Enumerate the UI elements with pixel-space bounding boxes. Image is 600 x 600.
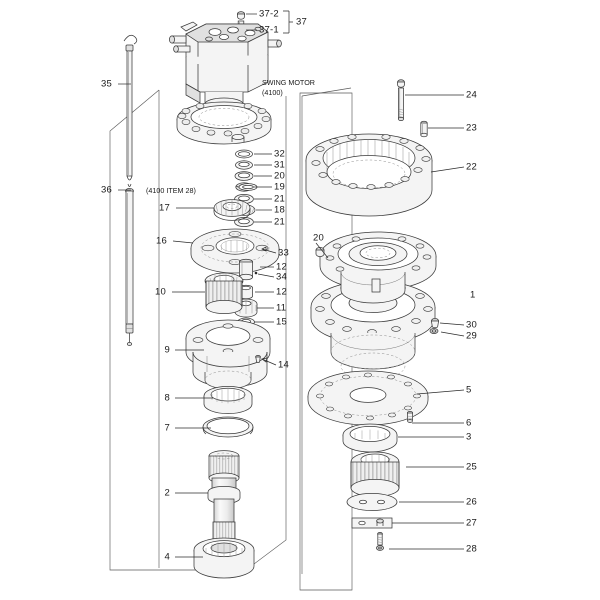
callout-label-19[interactable]: 19 (274, 181, 285, 193)
part-9-carrier-housing (185, 319, 271, 390)
part-20-seal (234, 171, 254, 181)
swing-motor-assembly (169, 21, 282, 145)
part-24-bolt (397, 79, 405, 121)
callout-label-20[interactable]: 20 (274, 170, 285, 182)
leader-line-5 (416, 389, 465, 395)
callout-label-30[interactable]: 30 (466, 319, 477, 331)
leader-line-34 (257, 273, 275, 278)
callout-label-1[interactable]: 1 (470, 289, 476, 301)
callout-label-6[interactable]: 6 (466, 417, 472, 429)
callout-label-21b[interactable]: 21 (274, 216, 285, 228)
part-21-shim-upper (234, 194, 254, 204)
part-23-dowel-pin (420, 120, 428, 138)
callout-label-9[interactable]: 9 (164, 344, 170, 356)
part-2-drive-shaft (207, 450, 241, 547)
part-29-washer (429, 328, 439, 334)
swing-motor-caption-line1: SWING MOTOR (262, 78, 315, 87)
part-36-rod (125, 188, 134, 346)
part-30-bolt (430, 318, 440, 329)
part-3-bearing-ring (342, 423, 398, 453)
callout-label-33[interactable]: 33 (278, 247, 289, 259)
leader-line-30 (439, 322, 465, 326)
part-16-carrier-plate (190, 228, 280, 274)
sheet-boundary-lines (109, 87, 353, 591)
leader-line-29 (440, 331, 465, 337)
callout-label-37[interactable]: 37 (296, 16, 307, 28)
swing-motor-caption-line2: (4100) (262, 87, 283, 97)
item28-caption-line1: (4100 ITEM 28) (146, 186, 196, 195)
leader-line-20r (315, 242, 329, 259)
callout-label-10[interactable]: 10 (155, 286, 166, 298)
callout-label-20r[interactable]: 20 (313, 232, 324, 244)
part-28-bolt (376, 532, 384, 551)
callout-label-7[interactable]: 7 (164, 422, 170, 434)
callout-label-15[interactable]: 15 (276, 316, 287, 328)
callout-label-31[interactable]: 31 (274, 159, 285, 171)
part-35-rod (123, 34, 138, 187)
callout-label-4[interactable]: 4 (164, 551, 170, 563)
leader-line-33 (261, 248, 277, 254)
swing-motor-caption: SWING MOTOR(4100) (262, 78, 315, 97)
part-22-ring-gear (305, 133, 433, 217)
callout-label-26[interactable]: 26 (466, 496, 477, 508)
part-10-sun-gear (204, 272, 244, 314)
callout-label-12[interactable]: 12 (276, 261, 287, 273)
leader-line-14 (261, 358, 277, 366)
part-34-marker (254, 271, 258, 275)
item28-caption: (4100 ITEM 28) (146, 186, 196, 196)
part-12-pin-upper (239, 258, 253, 281)
callout-label-32[interactable]: 32 (274, 148, 285, 160)
part-17-gear (213, 199, 251, 221)
callout-label-3[interactable]: 3 (466, 431, 472, 443)
part-8-bearing (203, 386, 253, 414)
callout-label-18[interactable]: 18 (274, 204, 285, 216)
part-7-retaining-ring (202, 416, 254, 438)
callout-label-24[interactable]: 24 (466, 89, 477, 101)
callout-label-29[interactable]: 29 (466, 330, 477, 342)
callout-label-25[interactable]: 25 (466, 461, 477, 473)
callout-label-35[interactable]: 35 (101, 78, 112, 90)
part-4-hub-bearing (193, 537, 255, 579)
callout-label-22[interactable]: 22 (466, 161, 477, 173)
callout-label-11[interactable]: 11 (276, 302, 287, 314)
callout-label-14[interactable]: 14 (278, 359, 289, 371)
leader-line-22 (430, 166, 465, 173)
leader-line-16 (172, 240, 194, 244)
callout-label-36[interactable]: 36 (101, 184, 112, 196)
callout-label-27[interactable]: 27 (466, 517, 477, 529)
callout-label-34[interactable]: 34 (276, 271, 287, 283)
part-31-washer (235, 160, 253, 170)
part-1-main-housing (310, 231, 440, 380)
callout-label-21[interactable]: 21 (274, 193, 285, 205)
part-20-right-seal (315, 247, 325, 257)
part-27-bracket (351, 517, 393, 529)
part-25-sun-gear (350, 451, 400, 497)
callout-label-12b[interactable]: 12 (276, 286, 287, 298)
callout-label-37-1[interactable]: 37-1 (259, 24, 279, 36)
part-21-shim-lower (234, 217, 254, 227)
leader-lines (118, 13, 465, 558)
part-6-plug (407, 411, 413, 423)
part-32-oring (235, 149, 253, 159)
callout-label-16[interactable]: 16 (156, 235, 167, 247)
part-14-pin (255, 355, 261, 363)
leader-arrowheads (261, 246, 268, 363)
callout-label-5[interactable]: 5 (466, 384, 472, 396)
callout-label-8[interactable]: 8 (164, 392, 170, 404)
part-26-plate (346, 493, 398, 511)
callout-label-2[interactable]: 2 (164, 487, 170, 499)
part-5-cover-plate (307, 370, 429, 426)
callout-label-17[interactable]: 17 (159, 202, 170, 214)
callout-label-23[interactable]: 23 (466, 122, 477, 134)
callout-label-28[interactable]: 28 (466, 543, 477, 555)
callout-label-37-2[interactable]: 37-2 (259, 8, 279, 20)
